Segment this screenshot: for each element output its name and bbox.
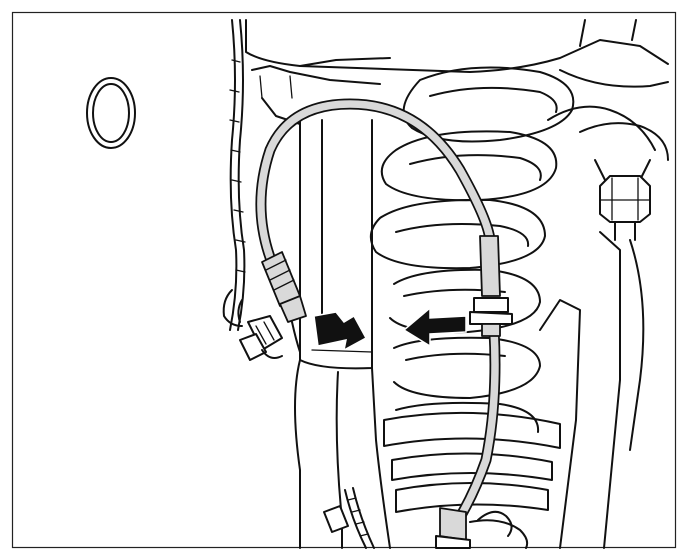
wire-clip <box>477 510 513 537</box>
spring-seat <box>383 411 561 513</box>
electrical-connector <box>239 315 283 361</box>
hose-fitting-lower <box>435 507 529 549</box>
left-arrow-icon <box>402 306 467 348</box>
hose-fitting-upper <box>261 251 307 353</box>
coil-spring <box>369 66 575 433</box>
brake-hose <box>255 98 501 536</box>
upper-mount-nut <box>579 122 669 241</box>
body-panel-hole <box>86 77 136 149</box>
wiring-harness <box>222 19 246 331</box>
hose-bracket-clip <box>469 235 513 337</box>
strut-tower-structure <box>245 19 669 151</box>
figure-frame <box>11 11 677 549</box>
lower-harness <box>323 487 375 549</box>
strut-body <box>294 119 645 549</box>
right-arrow-icon <box>311 311 373 353</box>
